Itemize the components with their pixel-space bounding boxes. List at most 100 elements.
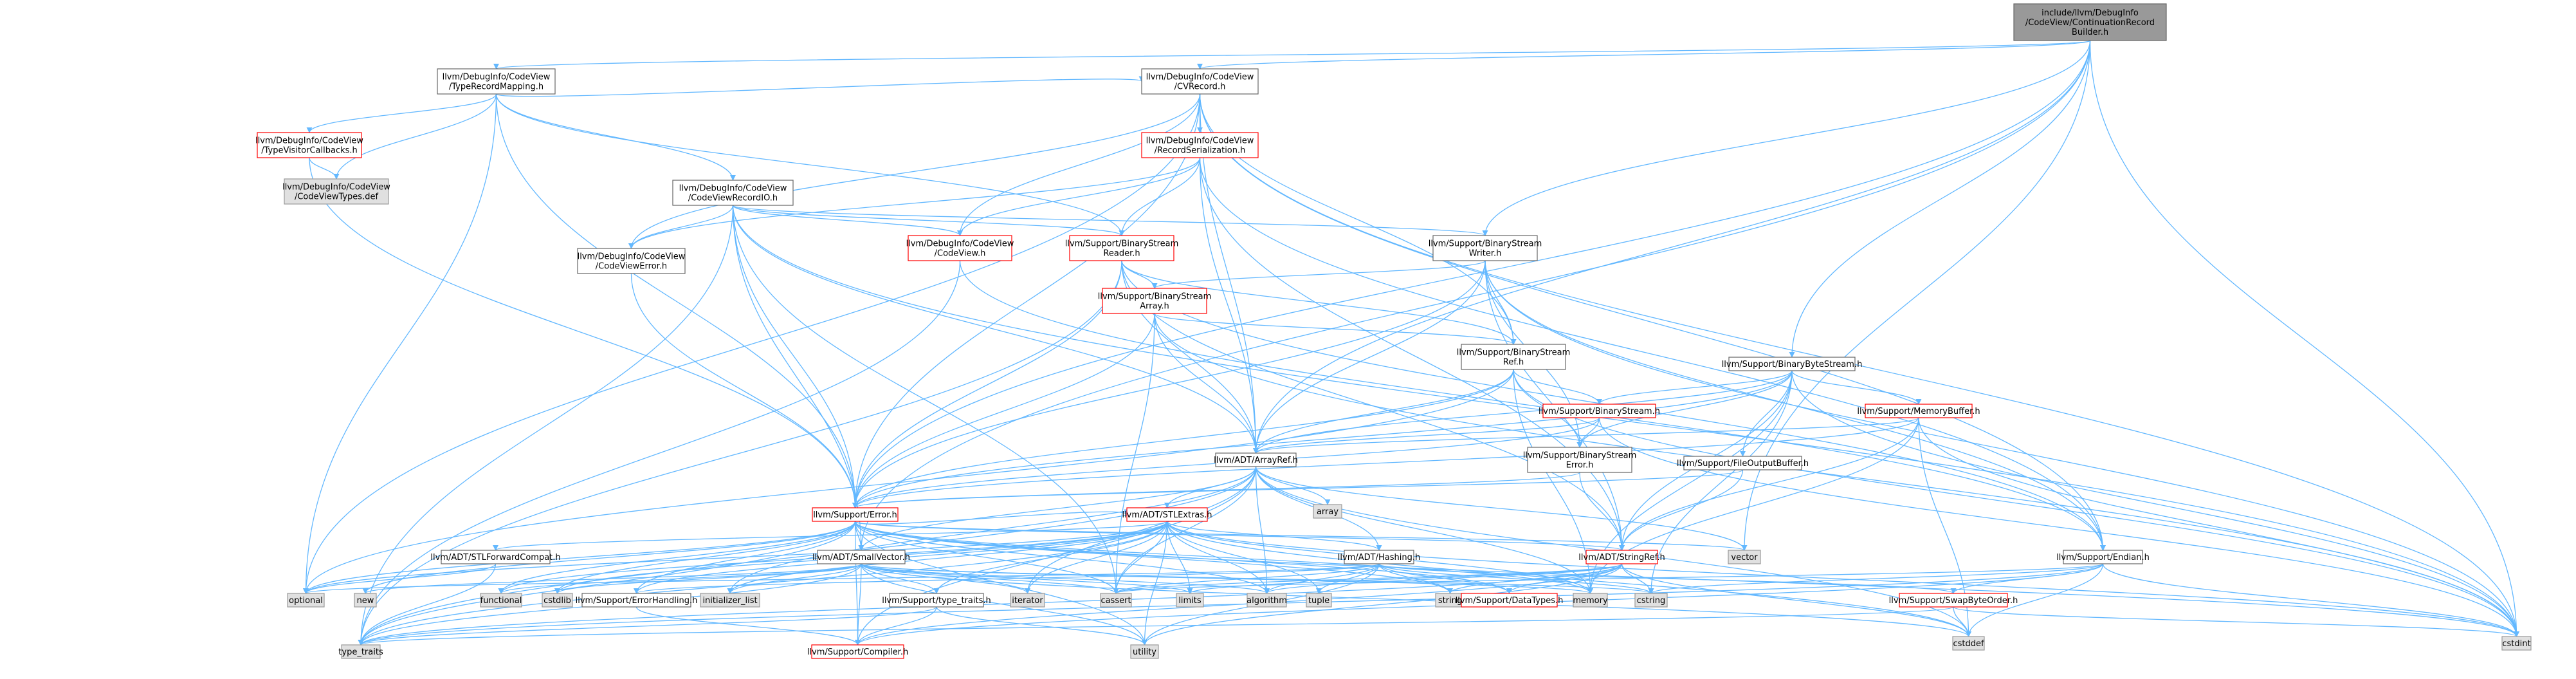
edge-endian-to-cstddef (1965, 563, 2104, 637)
node-cstddef-box (1952, 636, 1985, 651)
node-smallvec[interactable]: llvm/ADT/SmallVector.h (812, 550, 910, 564)
node-cvrio-box (672, 180, 794, 206)
edge-smallvec-to-iterator (861, 563, 1030, 594)
edge-trm-to-cvtd (333, 93, 497, 180)
node-stringref-label-line: llvm/ADT/StringRef.h (1578, 553, 1665, 563)
edge-bsarray-to-error (852, 313, 1155, 508)
edge-root-to-bswriter (1482, 40, 2091, 236)
node-tvc[interactable]: llvm/DebugInfo/CodeView/TypeVisitorCallb… (255, 132, 363, 158)
edge-bstream-to-arrayref (1253, 417, 1600, 454)
node-cverr-label-line: /CodeViewError.h (596, 262, 667, 272)
node-string: string (1435, 593, 1465, 608)
edge-arrayref-to-vector (1255, 466, 1748, 551)
node-membuf[interactable]: llvm/Support/MemoryBuffer.h (1857, 404, 1980, 418)
node-error[interactable]: llvm/Support/Error.h (812, 507, 899, 522)
node-recser[interactable]: llvm/DebugInfo/CodeView/RecordSerializat… (1141, 132, 1259, 158)
edge-cvrecord-to-cverr (628, 93, 1201, 249)
node-array: array (1313, 504, 1342, 519)
edge-bsref-to-bstream (1513, 369, 1603, 405)
node-stringref[interactable]: llvm/ADT/StringRef.h (1578, 550, 1665, 564)
edge-root-to-cstdint (2089, 40, 2520, 637)
node-stlfwd[interactable]: llvm/ADT/STLForwardCompat.h (430, 550, 561, 564)
node-cview-label-line: llvm/DebugInfo/CodeView (906, 239, 1014, 249)
node-utility-label-line: utility (1133, 647, 1156, 657)
node-root[interactable]: include/llvm/DebugInfo/CodeView/Continua… (2013, 3, 2167, 41)
node-stdtypetraits-label-line: type_traits (338, 647, 383, 657)
edge-bserr-to-stringref (1579, 472, 1625, 551)
node-bserr-box (1527, 447, 1632, 473)
node-endian[interactable]: llvm/Support/Endian.h (2056, 550, 2150, 564)
node-arrayref[interactable]: llvm/ADT/ArrayRef.h (1214, 452, 1298, 467)
node-errhandling[interactable]: llvm/Support/ErrorHandling.h (576, 593, 698, 608)
edge-stlextras-to-tuple (1166, 521, 1322, 594)
node-bstream[interactable]: llvm/Support/BinaryStream.h (1539, 404, 1660, 418)
edge-trm-to-cvrio (495, 93, 736, 181)
node-vector-box (1728, 550, 1761, 564)
edge-cvrio-to-stdtypetraits (358, 205, 734, 646)
edge-stlextras-to-cstdint (1166, 521, 2519, 637)
node-compiler-box (811, 644, 904, 659)
node-root-label-line: Builder.h (2072, 28, 2108, 37)
node-array-box (1313, 504, 1342, 519)
node-swapbyte[interactable]: llvm/Support/SwapByteOrder.h (1889, 593, 2018, 608)
node-new-box (354, 593, 377, 608)
edge-bbstream-to-error (852, 370, 1793, 508)
edge-typetraits-to-compiler (854, 606, 937, 646)
node-cverr[interactable]: llvm/DebugInfo/CodeView/CodeViewError.h (577, 248, 686, 274)
node-functional-label-line: functional (480, 596, 522, 606)
node-datatypes[interactable]: llvm/Support/DataTypes.h (1456, 593, 1564, 608)
node-algorithm: algorithm (1247, 593, 1287, 608)
edge-stringref-to-datatypes (1506, 563, 1623, 594)
node-recser-box (1141, 132, 1259, 158)
edge-root-to-trm (494, 40, 2091, 70)
edge-stringref-to-cstddef (1621, 563, 1971, 637)
node-cvrecord-label-line: llvm/DebugInfo/CodeView (1146, 73, 1254, 82)
node-bsreader-box (1069, 235, 1174, 261)
edge-endian-to-swapbyte (1950, 563, 2104, 594)
node-limits: limits (1176, 593, 1204, 608)
edge-stringref-to-algorithm (1264, 563, 1623, 594)
edge-stringref-to-utility (1142, 563, 1623, 646)
edge-hashing-to-swapbyte (1378, 563, 1957, 594)
node-stlfwd-label-line: llvm/ADT/STLForwardCompat.h (430, 553, 560, 563)
edge-error-to-optional (303, 521, 856, 594)
node-root-box (2013, 3, 2167, 41)
node-bsreader-label-line: llvm/Support/BinaryStream (1065, 239, 1179, 249)
node-tuple-box (1306, 593, 1332, 608)
node-stlextras[interactable]: llvm/ADT/STLExtras.h (1122, 507, 1212, 522)
node-trm-box (437, 68, 556, 95)
edge-errhandling-to-compiler (635, 606, 861, 646)
node-cvrio[interactable]: llvm/DebugInfo/CodeView/CodeViewRecordIO… (672, 180, 794, 206)
node-hashing-label-line: llvm/ADT/Hashing.h (1338, 553, 1420, 563)
node-bbstream-box (1728, 357, 1856, 371)
node-datatypes-label-line: llvm/Support/DataTypes.h (1456, 596, 1564, 606)
edge-arrayref-to-cassert (1113, 466, 1257, 594)
node-bbstream[interactable]: llvm/Support/BinaryByteStream.h (1722, 357, 1863, 371)
node-vector: vector (1728, 550, 1761, 564)
node-compiler[interactable]: llvm/Support/Compiler.h (807, 644, 908, 659)
node-cview[interactable]: llvm/DebugInfo/CodeView/CodeView.h (906, 235, 1014, 261)
edge-arrayref-to-stdtypetraits (358, 466, 1257, 646)
node-trm-label-line: /TypeRecordMapping.h (449, 82, 544, 92)
edge-arrayref-to-algorithm (1255, 466, 1270, 594)
node-bsref-box (1461, 344, 1566, 370)
edge-membuf-to-stringref (1618, 417, 1919, 551)
edge-smallvec-to-initlist (727, 563, 862, 594)
node-fob[interactable]: llvm/Support/FileOutputBuffer.h (1677, 456, 1809, 470)
node-typetraits[interactable]: llvm/Support/type_traits.h (882, 593, 991, 608)
node-bstream-box (1542, 404, 1656, 418)
node-compiler-label-line: llvm/Support/Compiler.h (807, 647, 908, 657)
node-utility-box (1130, 644, 1159, 659)
edge-arrayref-to-iterator (1024, 466, 1257, 594)
node-trm[interactable]: llvm/DebugInfo/CodeView/TypeRecordMappin… (437, 68, 556, 95)
node-cvrio-label-line: /CodeViewRecordIO.h (688, 194, 778, 203)
edge-hashing-to-optional (303, 563, 1380, 594)
node-cvrecord[interactable]: llvm/DebugInfo/CodeView/CVRecord.h (1141, 68, 1259, 95)
node-hashing[interactable]: llvm/ADT/Hashing.h (1338, 550, 1420, 564)
